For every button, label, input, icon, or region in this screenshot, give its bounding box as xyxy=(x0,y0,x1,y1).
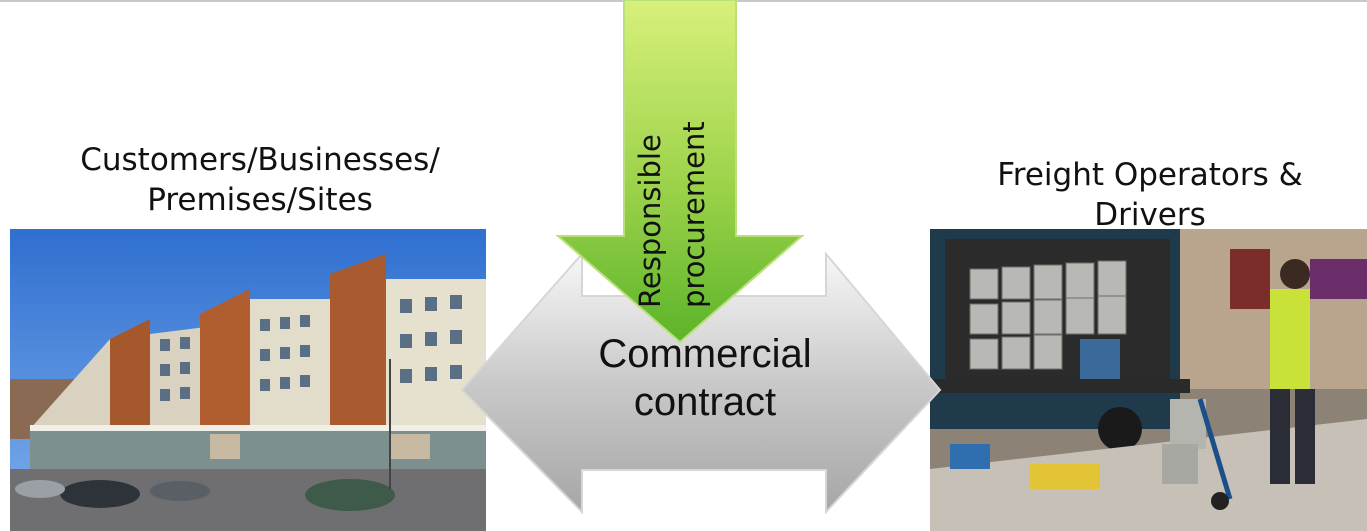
freight-label-line1: Freight Operators & xyxy=(997,157,1303,193)
delivery-truck-photo xyxy=(930,229,1367,531)
contract-line1: Commercial xyxy=(598,332,812,376)
customers-label-line1: Customers/Businesses/ xyxy=(80,142,440,178)
commercial-contract-text: Commercial contract xyxy=(555,330,855,426)
freight-label-line2: Drivers xyxy=(1094,197,1206,233)
building-photo xyxy=(10,229,486,531)
double-arrow-shape xyxy=(460,251,942,515)
arrow-line2: procurement xyxy=(677,121,711,308)
customers-label: Customers/Businesses/ Premises/Sites xyxy=(30,140,490,220)
customers-label-line2: Premises/Sites xyxy=(147,182,373,218)
responsible-procurement-text: Responsible procurement xyxy=(628,48,728,308)
freight-operators-label: Freight Operators & Drivers xyxy=(940,155,1360,235)
arrow-line1: Responsible xyxy=(633,134,667,308)
contract-line2: contract xyxy=(633,380,777,424)
down-arrow-shape xyxy=(555,0,805,344)
